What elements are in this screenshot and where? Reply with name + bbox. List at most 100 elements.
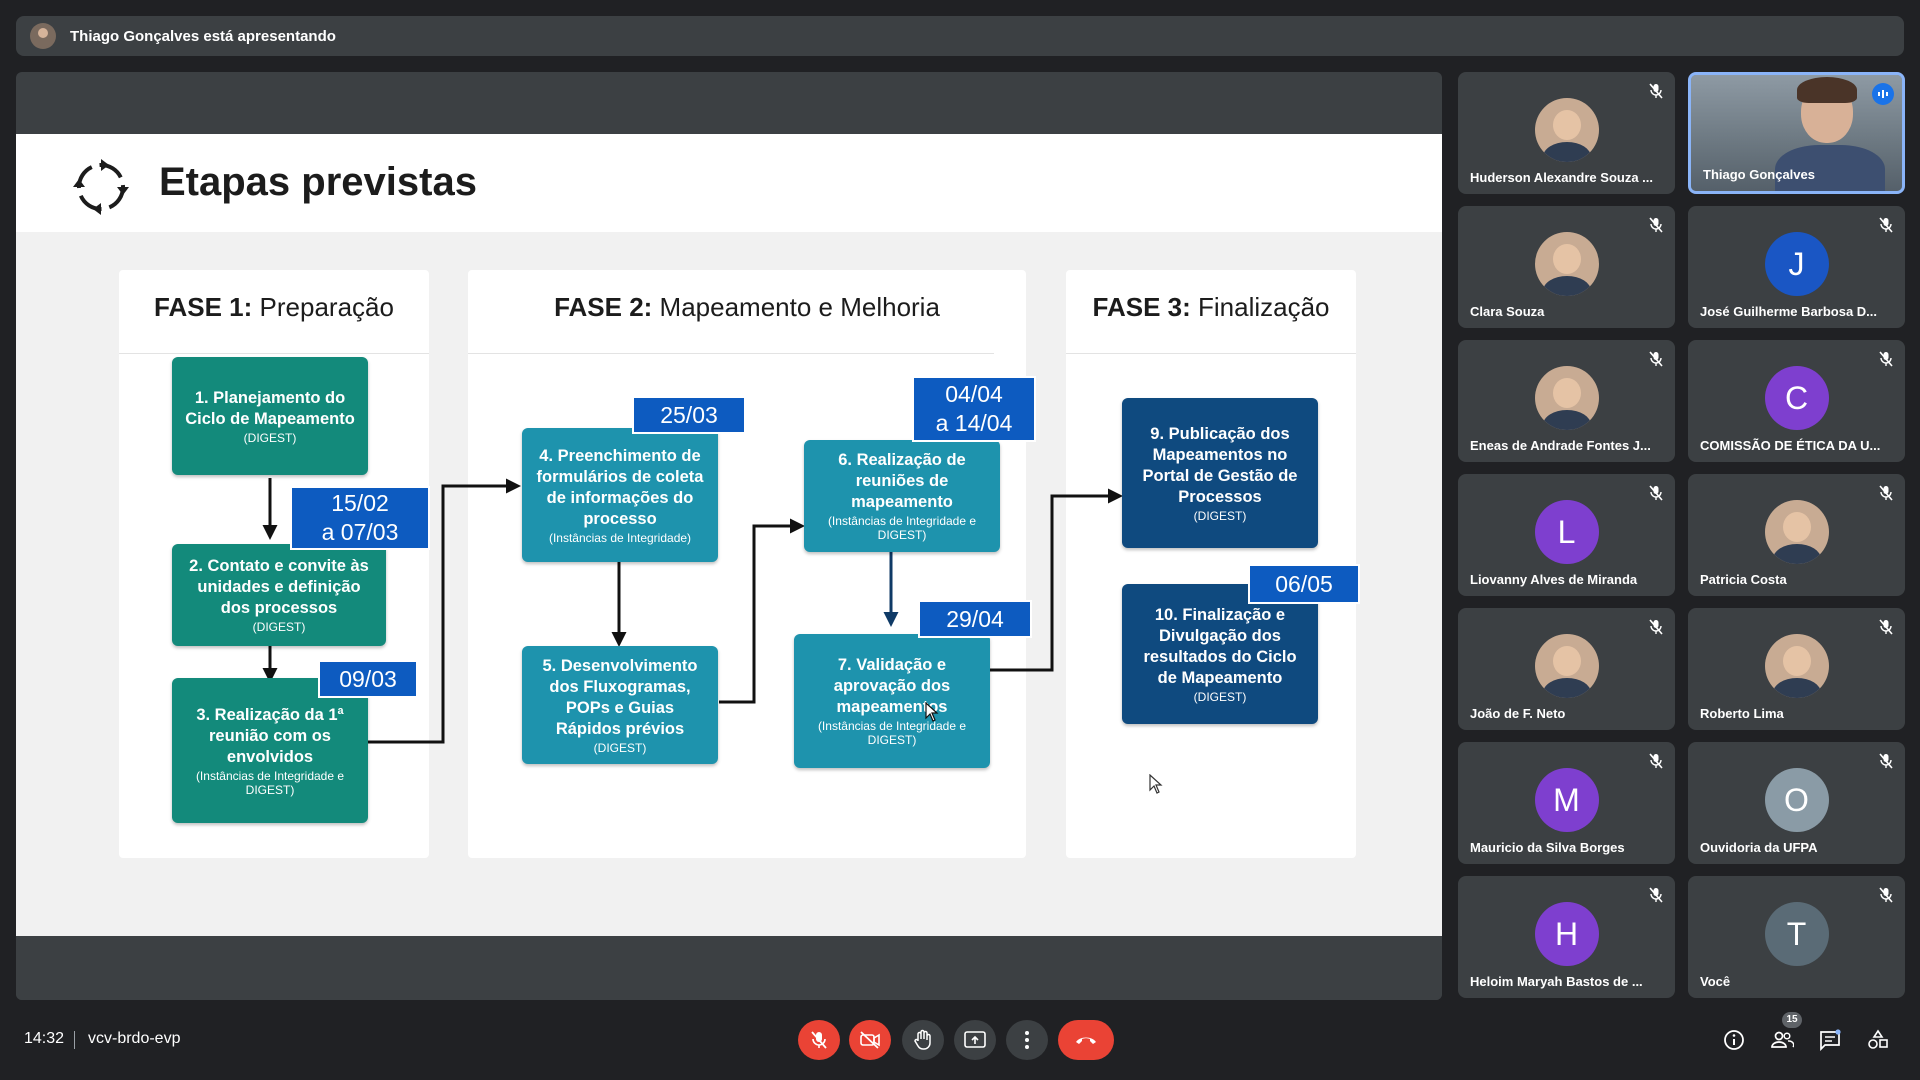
avatar bbox=[1534, 98, 1599, 162]
avatar: O bbox=[1764, 768, 1829, 832]
participant-tile[interactable]: Roberto Lima bbox=[1688, 608, 1905, 730]
participant-tile[interactable]: Clara Souza bbox=[1458, 206, 1675, 328]
divider bbox=[119, 353, 429, 354]
participant-tile[interactable]: C COMISSÃO DE ÉTICA DA U... bbox=[1688, 340, 1905, 462]
step-4-card: 4. Preenchimento de formulários de colet… bbox=[522, 428, 718, 562]
avatar: C bbox=[1764, 366, 1829, 430]
mic-off-icon bbox=[1647, 350, 1665, 368]
presentation-stage: Etapas previstas FASE 1: Preparação FASE… bbox=[16, 72, 1442, 1000]
divider bbox=[74, 1031, 75, 1049]
participant-name: Roberto Lima bbox=[1700, 706, 1784, 721]
participant-tile[interactable]: João de F. Neto bbox=[1458, 608, 1675, 730]
step-3-title: 3. Realização da 1ª reunião com os envol… bbox=[196, 705, 344, 766]
camera-off-icon bbox=[860, 1031, 880, 1049]
step-2-title: 2. Contato e convite às unidades e defin… bbox=[189, 557, 369, 617]
mic-off-icon bbox=[811, 1031, 827, 1049]
participant-name: Huderson Alexandre Souza ... bbox=[1470, 170, 1654, 185]
avatar bbox=[1534, 232, 1599, 296]
mic-off-icon bbox=[1647, 886, 1665, 904]
participant-name: COMISSÃO DE ÉTICA DA U... bbox=[1700, 438, 1881, 453]
slide-title: Etapas previstas bbox=[159, 160, 477, 204]
participant-tile[interactable]: Thiago Gonçalves bbox=[1688, 72, 1905, 194]
avatar bbox=[1534, 634, 1599, 698]
presenter-bar: Thiago Gonçalves está apresentando bbox=[16, 16, 1904, 56]
participant-tile[interactable]: L Liovanny Alves de Miranda bbox=[1458, 474, 1675, 596]
participant-name: Ouvidoria da UFPA bbox=[1700, 840, 1818, 855]
more-options-button[interactable] bbox=[1006, 1020, 1048, 1060]
step-7-owner: (Instâncias de Integridade e DIGEST) bbox=[817, 719, 967, 747]
mouse-pointer-icon bbox=[1149, 774, 1163, 794]
mic-off-icon bbox=[1877, 484, 1895, 502]
divider bbox=[1066, 353, 1356, 354]
participant-tile[interactable]: O Ouvidoria da UFPA bbox=[1688, 742, 1905, 864]
participant-name: João de F. Neto bbox=[1470, 706, 1566, 721]
step-2-card: 2. Contato e convite às unidades e defin… bbox=[172, 544, 386, 646]
shapes-icon bbox=[1868, 1029, 1888, 1049]
avatar bbox=[1764, 634, 1829, 698]
avatar: H bbox=[1534, 902, 1599, 966]
people-icon bbox=[1771, 1031, 1794, 1048]
mic-toggle-button[interactable] bbox=[798, 1020, 840, 1060]
step-10-card: 10. Finalização e Divulgação dos resulta… bbox=[1122, 584, 1318, 724]
clock: 14:32 bbox=[24, 1030, 65, 1047]
participant-name: Eneas de Andrade Fontes J... bbox=[1470, 438, 1651, 453]
mic-off-icon bbox=[1877, 752, 1895, 770]
raise-hand-button[interactable] bbox=[902, 1020, 944, 1060]
mic-off-icon bbox=[1647, 618, 1665, 636]
info-icon bbox=[1724, 1030, 1744, 1050]
avatar: T bbox=[1764, 902, 1829, 966]
step-9-title: 9. Publicação dos Mapeamentos no Portal … bbox=[1142, 424, 1298, 506]
people-button[interactable] bbox=[1768, 1026, 1796, 1054]
leave-call-button[interactable] bbox=[1058, 1020, 1114, 1060]
avatar: L bbox=[1534, 500, 1599, 564]
mic-off-icon bbox=[1877, 886, 1895, 904]
step-9-card: 9. Publicação dos Mapeamentos no Portal … bbox=[1122, 398, 1318, 548]
activities-button[interactable] bbox=[1864, 1026, 1892, 1054]
step-10-owner: (DIGEST) bbox=[1193, 689, 1247, 704]
step-5-card: 5. Desenvolvimento dos Fluxogramas, POPs… bbox=[522, 646, 718, 764]
step-2-owner: (DIGEST) bbox=[252, 620, 306, 634]
slide-header: Etapas previstas bbox=[16, 134, 1442, 232]
participant-tile[interactable]: Huderson Alexandre Souza ... bbox=[1458, 72, 1675, 194]
presenter-text: Thiago Gonçalves está apresentando bbox=[70, 27, 336, 45]
avatar bbox=[1764, 500, 1829, 564]
step-5-title: 5. Desenvolvimento dos Fluxogramas, POPs… bbox=[542, 656, 698, 738]
date-badge-step-10: 06/05 bbox=[1248, 564, 1360, 604]
participant-name: Você bbox=[1700, 974, 1731, 989]
meeting-details-button[interactable] bbox=[1720, 1026, 1748, 1054]
participant-tile[interactable]: T Você bbox=[1688, 876, 1905, 998]
step-3-card: 3. Realização da 1ª reunião com os envol… bbox=[172, 678, 368, 823]
hand-icon bbox=[914, 1029, 931, 1050]
avatar: J bbox=[1764, 232, 1829, 296]
mic-off-icon bbox=[1647, 82, 1665, 100]
step-7-card: 7. Validação e aprovação dos mapeamentos… bbox=[794, 634, 990, 768]
phase-1-title: FASE 1: Preparação bbox=[154, 292, 394, 322]
stage-letterbox bbox=[16, 936, 1442, 1000]
mic-off-icon bbox=[1647, 752, 1665, 770]
cycle-arrows-icon bbox=[73, 159, 129, 215]
participant-name: Liovanny Alves de Miranda bbox=[1470, 572, 1638, 587]
step-1-title: 1. Planejamento do Ciclo de Mapeamento bbox=[185, 388, 355, 428]
present-icon bbox=[964, 1031, 986, 1048]
mic-off-icon bbox=[1877, 618, 1895, 636]
phase-2-panel: FASE 2: Mapeamento e Melhoria bbox=[468, 270, 1026, 858]
participant-tile[interactable]: H Heloim Maryah Bastos de ... bbox=[1458, 876, 1675, 998]
step-4-title: 4. Preenchimento de formulários de colet… bbox=[536, 446, 704, 528]
chat-button[interactable] bbox=[1816, 1026, 1844, 1054]
phase-2-title: FASE 2: Mapeamento e Melhoria bbox=[554, 292, 940, 322]
avatar bbox=[1534, 366, 1599, 430]
participant-name: Heloim Maryah Bastos de ... bbox=[1470, 974, 1643, 989]
participant-name: Clara Souza bbox=[1470, 304, 1545, 319]
step-6-card: 6. Realização de reuniões de mapeamento … bbox=[804, 440, 1000, 552]
participant-tile[interactable]: Eneas de Andrade Fontes J... bbox=[1458, 340, 1675, 462]
participant-tile[interactable]: Patricia Costa bbox=[1688, 474, 1905, 596]
present-screen-button[interactable] bbox=[954, 1020, 996, 1060]
chat-icon bbox=[1820, 1029, 1841, 1051]
camera-toggle-button[interactable] bbox=[849, 1020, 891, 1060]
step-5-owner: (DIGEST) bbox=[593, 740, 647, 755]
